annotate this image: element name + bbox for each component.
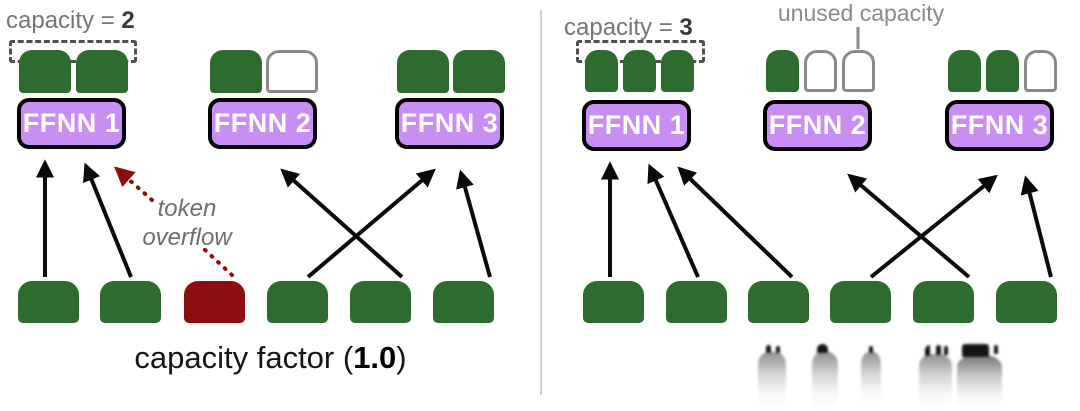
capacity-slot	[623, 50, 656, 92]
capacity-bracket-left	[9, 40, 137, 63]
expert-ffnn-3-left: FFNN 3	[395, 98, 504, 149]
smear-trail	[957, 355, 1002, 411]
capacity-slot	[397, 50, 449, 93]
expert-label: FFNN 3	[950, 110, 1049, 140]
capacity-slot	[661, 50, 694, 92]
expert-label: FFNN 1	[22, 108, 121, 138]
input-token	[18, 281, 79, 323]
expert-label: FFNN 2	[213, 108, 312, 138]
smear-trail	[758, 352, 786, 410]
capacity-label-right-text: capacity =	[564, 14, 680, 41]
input-token	[350, 281, 411, 323]
smear-mark	[766, 345, 771, 353]
expert-ffnn-1-right: FFNN 1	[582, 100, 691, 151]
caption-capacity-factor: capacity factor (1.0)	[0, 340, 541, 376]
input-token-overflow	[184, 281, 245, 323]
capacity-slot	[210, 50, 262, 93]
arrow-left-token6-to-ffnn3	[456, 169, 492, 278]
caption-value: 1.0	[353, 340, 397, 375]
arrow-right-token3-to-ffnn1	[677, 166, 794, 279]
smear-trail	[861, 352, 881, 407]
smear-mark	[869, 346, 873, 353]
arrow-left-token2-to-ffnn1	[83, 162, 133, 278]
unused-capacity-label: unused capacity	[777, 0, 945, 26]
expert-ffnn-2-left: FFNN 2	[208, 98, 317, 149]
input-token	[267, 281, 328, 323]
capacity-slot	[804, 50, 837, 92]
expert-ffnn-1-left: FFNN 1	[17, 98, 126, 149]
arrow-right-token5-to-ffnn2	[847, 173, 971, 279]
input-token	[830, 281, 891, 323]
smear-mark	[962, 344, 989, 357]
capacity-slot	[453, 50, 505, 93]
token-overflow-label-line2: overflow	[142, 224, 232, 251]
capacity-slot	[948, 50, 981, 92]
capacity-value-right: 3	[679, 14, 693, 41]
capacity-slot	[266, 50, 318, 93]
token-overflow-label-line1: token	[157, 195, 217, 222]
capacity-slot	[585, 50, 618, 92]
arrow-left-token5-to-ffnn2	[280, 168, 404, 279]
input-token	[996, 281, 1057, 323]
caption-suffix: )	[396, 340, 407, 375]
smear-mark	[944, 346, 948, 355]
overflow-arrow-lower-segment	[202, 247, 234, 277]
input-token	[748, 281, 809, 323]
smear-trail	[919, 354, 952, 410]
smear-mark	[776, 346, 780, 353]
smear-mark	[994, 345, 998, 354]
capacity-label-right: capacity = 3	[564, 14, 693, 42]
input-token	[666, 281, 727, 323]
input-token	[100, 281, 161, 323]
smear-mark	[817, 344, 828, 353]
caption-prefix: capacity factor (	[134, 340, 354, 375]
capacity-slot	[1024, 50, 1057, 92]
arrow-left-token4-to-ffnn3	[306, 168, 436, 279]
expert-label: FFNN 2	[768, 110, 867, 140]
arrow-right-token6-to-ffnn3	[1020, 175, 1053, 278]
capacity-slot	[19, 50, 71, 93]
expert-ffnn-3-right: FFNN 3	[945, 100, 1054, 151]
input-token	[583, 281, 644, 323]
token-overflow-label: token overflow	[128, 194, 246, 252]
capacity-slot	[766, 50, 799, 92]
capacity-label-left-text: capacity =	[6, 7, 122, 34]
arrow-right-token2-to-ffnn1	[647, 163, 700, 278]
arrow-right-token4-to-ffnn3	[869, 174, 998, 279]
input-token	[913, 281, 974, 323]
smear-mark	[925, 345, 930, 356]
capacity-label-left: capacity = 2	[6, 7, 135, 35]
panel-divider	[540, 10, 542, 395]
capacity-value-left: 2	[121, 7, 135, 34]
capacity-slot	[842, 50, 875, 92]
smear-mark	[936, 345, 941, 355]
expert-label: FFNN 1	[587, 110, 686, 140]
input-token	[433, 281, 494, 323]
capacity-slot	[986, 50, 1019, 92]
smear-trail	[812, 352, 838, 410]
expert-label: FFNN 3	[400, 108, 499, 138]
expert-ffnn-2-right: FFNN 2	[763, 100, 872, 151]
capacity-slot	[76, 50, 128, 93]
